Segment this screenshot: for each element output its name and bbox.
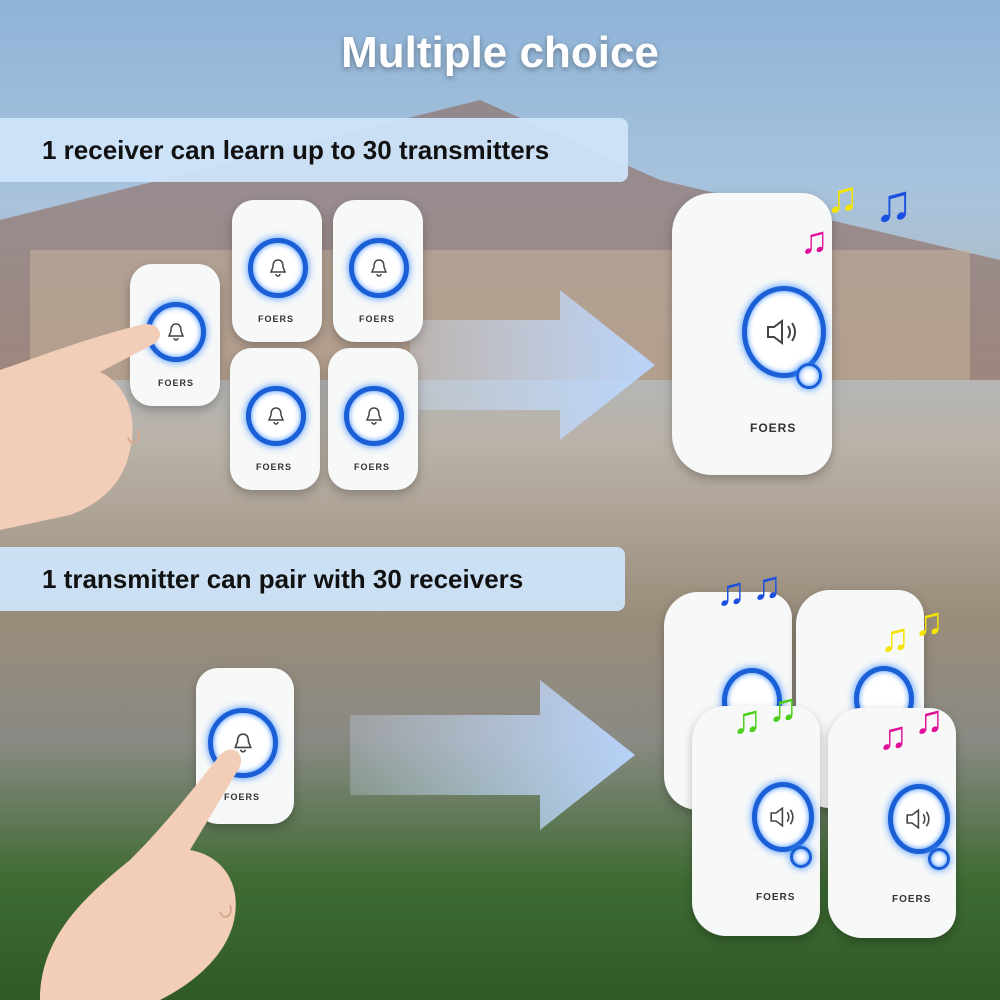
transmitter-caption-banner: 1 transmitter can pair with 30 receivers: [0, 547, 625, 611]
receiver-unit[interactable]: FOERS: [672, 193, 832, 475]
brand-logo: FOERS: [258, 314, 295, 324]
bell-icon: [167, 323, 185, 341]
page-title: Multiple choice: [341, 28, 659, 77]
music-note-icon: ♫: [878, 714, 908, 758]
music-note-icon: ♫: [874, 175, 913, 233]
brand-logo: FOERS: [750, 421, 797, 435]
bell-icon: [267, 407, 285, 425]
bell-icon: [365, 407, 383, 425]
transmitter-button[interactable]: FOERS: [196, 668, 294, 824]
speaker-icon: [770, 806, 794, 828]
music-note-icon: ♫: [732, 698, 762, 742]
music-note-icon: ♫: [826, 173, 859, 222]
music-note-icon: ♫: [800, 220, 829, 262]
receiver-unit[interactable]: FOERS: [692, 706, 820, 936]
transmitter-button[interactable]: FOERS: [232, 200, 322, 342]
pointing-hand: [0, 324, 161, 530]
music-note-icon: ♫: [716, 570, 746, 614]
music-note-icon: ♫: [880, 616, 910, 660]
brand-logo: FOERS: [892, 894, 932, 905]
brand-logo: FOERS: [359, 314, 396, 324]
transmitter-button[interactable]: FOERS: [328, 348, 418, 490]
speaker-icon: [767, 319, 796, 345]
receiver-caption-banner: 1 receiver can learn up to 30 transmitte…: [0, 118, 628, 182]
brand-logo: FOERS: [354, 462, 391, 472]
arrow-right-icon: [350, 680, 635, 830]
brand-logo: FOERS: [224, 792, 261, 802]
brand-logo: FOERS: [756, 892, 796, 903]
brand-logo: FOERS: [256, 462, 293, 472]
bell-icon: [269, 259, 287, 277]
brand-logo: FOERS: [158, 378, 195, 388]
bell-icon: [370, 259, 388, 277]
pointing-hand: [40, 749, 242, 1000]
bell-icon: [234, 733, 252, 753]
transmitter-button[interactable]: FOERS: [130, 264, 220, 406]
music-note-icon: ♫: [914, 600, 944, 644]
music-note-icon: ♫: [768, 686, 798, 730]
speaker-icon: [906, 808, 930, 830]
receiver-unit[interactable]: FOERS: [828, 708, 956, 938]
arrow-right-icon: [410, 290, 655, 440]
music-note-icon: ♫: [752, 564, 782, 608]
transmitter-button[interactable]: FOERS: [333, 200, 423, 342]
music-note-icon: ♫: [914, 698, 944, 742]
transmitter-button[interactable]: FOERS: [230, 348, 320, 490]
